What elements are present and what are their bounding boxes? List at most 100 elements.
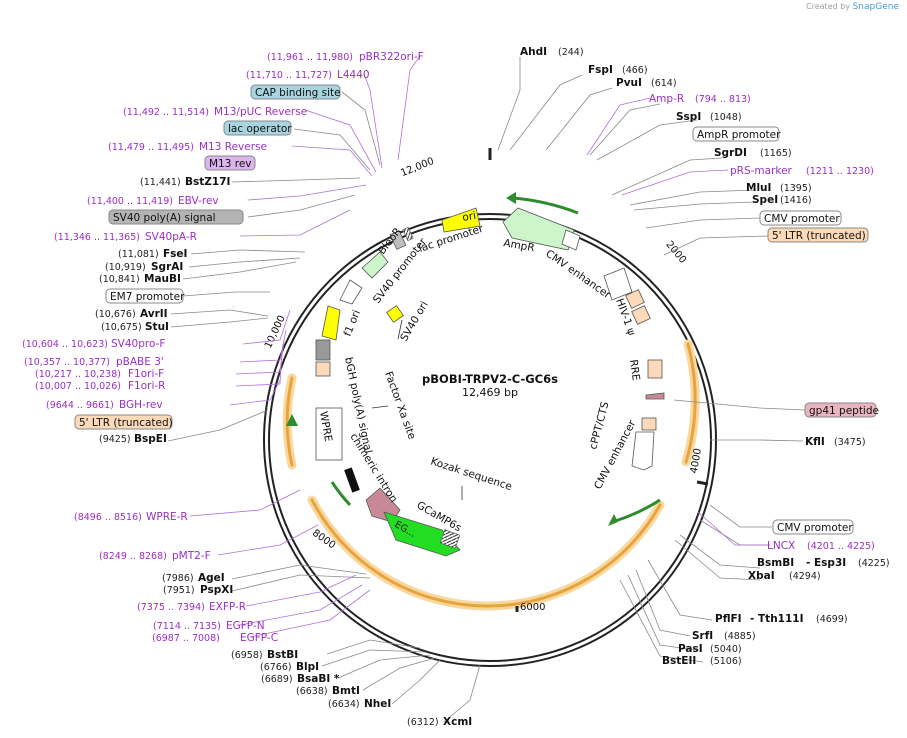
svg-text:M13 rev: M13 rev: [209, 158, 252, 170]
arc-ltr-right: [684, 342, 697, 464]
label-cmv-enhancer: CMV enhancer: [543, 248, 613, 302]
primer-m13-reverse: M13 Reverse: [199, 141, 267, 153]
primer-exfp-r: EXFP-R: [209, 601, 246, 613]
primer-amp-r-pos: (794 .. 813): [695, 94, 751, 105]
primer-pbabe3: pBABE 3': [116, 356, 164, 368]
enzyme-bsmbi: BsmBI: [757, 557, 794, 569]
primer-f1ori-r-pos: (10,007 .. 10,026): [35, 381, 121, 392]
label-box-ampr-promoter: AmpR promoter: [692, 126, 781, 142]
primer-sv40pro-f: SV40pro-F: [111, 338, 165, 350]
credit: Created by SnapGene: [806, 2, 899, 12]
snapgene-logo: SnapGene: [852, 2, 899, 12]
enzyme-blpi-pos: (6766): [260, 662, 292, 673]
enzyme-kfli: KflI: [805, 436, 825, 448]
label-box-cmv-promoter-2: CMV promoter: [772, 519, 854, 535]
primer-m13-reverse-pos: (11,479 .. 11,495): [108, 142, 194, 153]
primer-prs-marker: pRS-marker: [730, 165, 793, 177]
enzyme-bsabi: BsaBI *: [297, 673, 340, 685]
primer-l4440-pos: (11,710 .. 11,727): [246, 70, 332, 81]
enzyme-spei: SpeI: [752, 194, 778, 206]
svg-text:5' LTR (truncated): 5' LTR (truncated): [772, 230, 866, 242]
enzyme-pflfi: PflFI: [715, 613, 742, 625]
enzyme-ahdi: AhdI: [520, 46, 547, 58]
enzyme-bsmbi-pos: (4225): [858, 558, 890, 569]
label-sv40-ori: SV40 ori: [398, 299, 431, 343]
outer-leaders: [167, 57, 806, 723]
primer-ebv-rev-pos: (11,400 .. 11,419): [87, 196, 173, 207]
enzyme-srfi: SrfI: [692, 630, 713, 642]
primer-sv40pa-r-pos: (11,346 .. 11,365): [54, 232, 140, 243]
enzyme-spei-pos: (1416): [780, 195, 812, 206]
factor-xa-feature: [344, 467, 360, 493]
gp41-feature: [645, 392, 665, 400]
enzyme-maubi-pos: (10,841): [99, 274, 140, 285]
primer-egfp-n-pos: (7114 .. 7135): [153, 621, 221, 632]
enzyme-xcmi-pos: (6312): [407, 717, 439, 728]
enzyme-sspi-pos: (1048): [710, 112, 742, 123]
enzyme-bstbi: BstBI: [267, 649, 298, 661]
primer-wpre-r: WPRE-R: [146, 511, 188, 523]
enzyme-stui: StuI: [145, 321, 169, 333]
primer-pmt2-f-pos: (8249 .. 8268): [99, 551, 167, 562]
enzyme-agei: AgeI: [198, 572, 225, 584]
enzyme-pasi: PasI: [678, 643, 703, 655]
primer-sv40pro-f-pos: (10,604 .. 10,623): [22, 339, 108, 350]
primer-bgh-rev: BGH-rev: [119, 399, 163, 411]
enzyme-sgrdi: SgrDI: [714, 147, 747, 159]
primer-exfp-r-pos: (7375 .. 7394): [137, 602, 205, 613]
enzyme-pasi-pos: (5040): [710, 644, 742, 655]
primer-m13puc-reverse-pos: (11,492 .. 11,514): [123, 107, 209, 118]
credit-prefix: Created by: [806, 2, 851, 11]
enzyme-bstz17i-pos: (11,441): [140, 177, 181, 188]
enzyme-bmti-pos: (6638): [296, 686, 328, 697]
enzyme-bsteii: BstEII: [662, 655, 696, 667]
enzyme-sgrai-pos: (10,919): [105, 262, 146, 273]
label-box-gp41: gp41 peptide: [804, 402, 879, 418]
enzyme-mlui-pos: (1395): [780, 183, 812, 194]
enzyme-bstbi-pos: (6958): [231, 650, 263, 661]
enzyme-blpi: BlpI: [296, 661, 319, 673]
enzyme-fsei-pos: (11,081): [118, 249, 159, 260]
label-ori: ori: [461, 210, 477, 224]
primer-pbabe3-pos: (10,357 .. 10,377): [24, 357, 110, 368]
arc-insert-bg: [307, 495, 665, 611]
gcamp6s-feature: [383, 511, 461, 557]
enzyme-kfli-pos: (3475): [834, 437, 866, 448]
tick-label-4000: 4000: [689, 447, 704, 474]
enzyme-nhei-pos: (6634): [328, 699, 360, 710]
primer-wpre-r-pos: (8496 .. 8516): [74, 512, 142, 523]
label-box-cap-binding: CAP binding site: [250, 84, 341, 100]
label-f1-ori: f1 ori: [342, 308, 363, 338]
enzyme-esp3i: - Esp3I: [806, 557, 846, 569]
enzyme-bsabi-pos: (6689): [261, 674, 293, 685]
primer-pbr322ori-f-pos: (11,961 .. 11,980): [267, 52, 353, 63]
enzyme-fspi-pos: (466): [622, 65, 648, 76]
primer-f1ori-f: F1ori-F: [128, 368, 164, 380]
ampr-arrowhead: [506, 192, 516, 204]
arc-insert: [310, 498, 662, 608]
enzyme-xbai: XbaI: [748, 570, 775, 582]
primer-m13puc-reverse: M13/pUC Reverse: [214, 106, 307, 118]
primer-f1ori-r: F1ori-R: [128, 380, 165, 392]
primer-ebv-rev: EBV-rev: [178, 195, 219, 207]
svg-text:gp41 peptide: gp41 peptide: [809, 405, 879, 417]
sv40-ori-feature: [386, 305, 404, 323]
enzyme-pvui-pos: (614): [651, 78, 677, 89]
primer-sv40pa-r: SV40pA-R: [145, 231, 197, 243]
enzyme-pspxi-pos: (7951): [163, 585, 195, 596]
label-wpre: WPRE: [317, 410, 334, 442]
svg-text:AmpR promoter: AmpR promoter: [697, 129, 781, 141]
bleor-feature: [361, 251, 389, 279]
cppt-feature: [641, 417, 657, 431]
arc-ltr-left: [285, 376, 294, 467]
primer-bgh-rev-pos: (9644 .. 9661): [46, 400, 114, 411]
label-ampr: AmpR: [502, 237, 535, 254]
enzyme-srfi-pos: (4885): [724, 631, 756, 642]
label-rre: RRE: [627, 359, 642, 382]
enzyme-xcmi: XcmI: [443, 716, 472, 728]
enzyme-avrii: AvrII: [140, 308, 168, 320]
label-factor-xa: Factor Xa site: [382, 370, 418, 441]
enzyme-agei-pos: (7986): [162, 573, 194, 584]
sv40-polya-feature: [389, 230, 407, 250]
